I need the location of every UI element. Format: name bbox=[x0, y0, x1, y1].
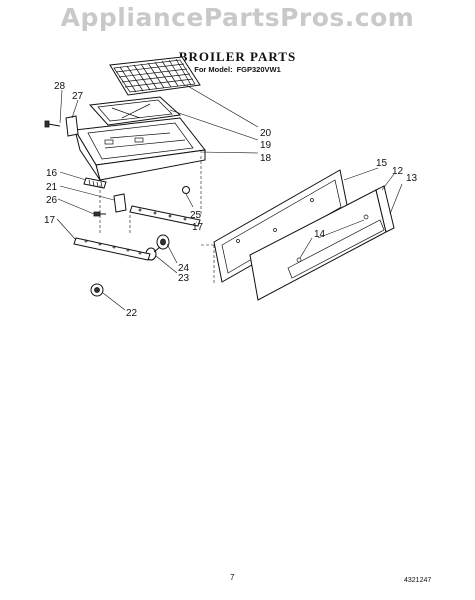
callout-28: 28 bbox=[54, 81, 66, 92]
callout-17-lower: 17 bbox=[44, 215, 56, 226]
callout-17-upper: 17 bbox=[192, 222, 204, 233]
document-number: 4321247 bbox=[404, 577, 432, 584]
side-bracket-part-27[interactable] bbox=[65, 115, 79, 137]
callout-16: 16 bbox=[46, 168, 58, 179]
callout-25: 25 bbox=[190, 210, 202, 221]
broiler-pan-body-part[interactable] bbox=[74, 117, 206, 181]
roller-part-22[interactable] bbox=[90, 283, 104, 297]
callout-15: 15 bbox=[376, 158, 388, 169]
callout-19: 19 bbox=[260, 140, 272, 151]
callout-20: 20 bbox=[260, 128, 272, 139]
callout-14: 14 bbox=[314, 229, 326, 240]
model-number: FGP320VW1 bbox=[236, 65, 281, 74]
callout-24: 24 bbox=[178, 263, 190, 274]
callout-18: 18 bbox=[260, 153, 272, 164]
callout-13: 13 bbox=[406, 173, 418, 184]
broiler-pan-insert-part[interactable] bbox=[88, 96, 182, 126]
page-title: BROILER PARTS bbox=[178, 49, 297, 64]
callout-12: 12 bbox=[392, 166, 404, 177]
bracket-part-21[interactable] bbox=[113, 193, 127, 213]
drawer-front-panel-part[interactable] bbox=[249, 185, 395, 301]
model-prefix: For Model: bbox=[194, 65, 233, 74]
callout-26: 26 bbox=[46, 195, 58, 206]
callout-23: 23 bbox=[178, 273, 190, 284]
watermark-text: AppliancePartsPros.com bbox=[60, 3, 415, 32]
callout-21: 21 bbox=[46, 182, 58, 193]
roller-part-24[interactable] bbox=[156, 234, 170, 250]
page-number: 7 bbox=[230, 573, 235, 582]
clip-part-25[interactable] bbox=[182, 186, 190, 194]
broiler-grid-part[interactable] bbox=[109, 56, 201, 96]
drawer-rail-upper-part[interactable] bbox=[129, 205, 201, 227]
glide-part-16[interactable] bbox=[83, 177, 107, 189]
screw-part-28[interactable] bbox=[44, 120, 61, 128]
drawer-rail-lower-part[interactable] bbox=[73, 237, 151, 261]
callout-27: 27 bbox=[72, 91, 84, 102]
model-subtitle: For Model:FGP320VW1 bbox=[0, 65, 475, 74]
callout-22: 22 bbox=[126, 308, 138, 319]
